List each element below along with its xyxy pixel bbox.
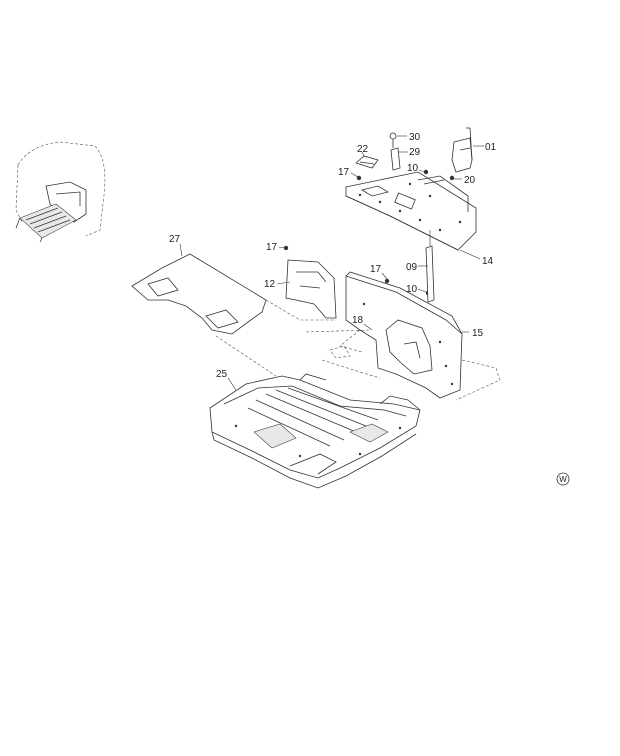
support-bar-09 <box>425 230 435 303</box>
callout-22: 22 <box>357 144 369 155</box>
locator-thumbnail <box>15 141 106 243</box>
w-mark: W <box>556 472 570 486</box>
frame-15 <box>345 271 463 399</box>
leader-lines <box>179 135 484 391</box>
callout-27: 27 <box>169 234 181 245</box>
callout-10-mid: 10 <box>406 284 418 295</box>
floor-plate-14 <box>345 171 477 251</box>
callout-17-top: 17 <box>338 167 350 178</box>
callout-20: 20 <box>464 175 476 186</box>
callout-17-left: 17 <box>266 242 278 253</box>
callout-15: 15 <box>472 328 484 339</box>
top-hardware <box>355 132 401 171</box>
callout-29: 29 <box>409 147 421 158</box>
w-mark-letter: W <box>559 475 567 484</box>
bracket-01 <box>451 127 473 173</box>
callout-09: 09 <box>406 262 418 273</box>
callout-18: 18 <box>352 315 364 326</box>
callout-01: 01 <box>485 142 497 153</box>
callout-25: 25 <box>216 369 228 380</box>
callout-labels: 30 29 22 01 17 10 20 14 27 17 12 17 09 1… <box>169 132 497 380</box>
callout-10-top: 10 <box>407 163 419 174</box>
callout-14: 14 <box>482 256 494 267</box>
callout-17-mid: 17 <box>370 264 382 275</box>
floor-pan-25 <box>209 373 421 489</box>
callout-30: 30 <box>409 132 421 143</box>
floor-mat-27 <box>131 253 267 335</box>
side-panel-12 <box>285 259 337 319</box>
callout-12: 12 <box>264 279 276 290</box>
assembly-guides <box>215 299 501 401</box>
